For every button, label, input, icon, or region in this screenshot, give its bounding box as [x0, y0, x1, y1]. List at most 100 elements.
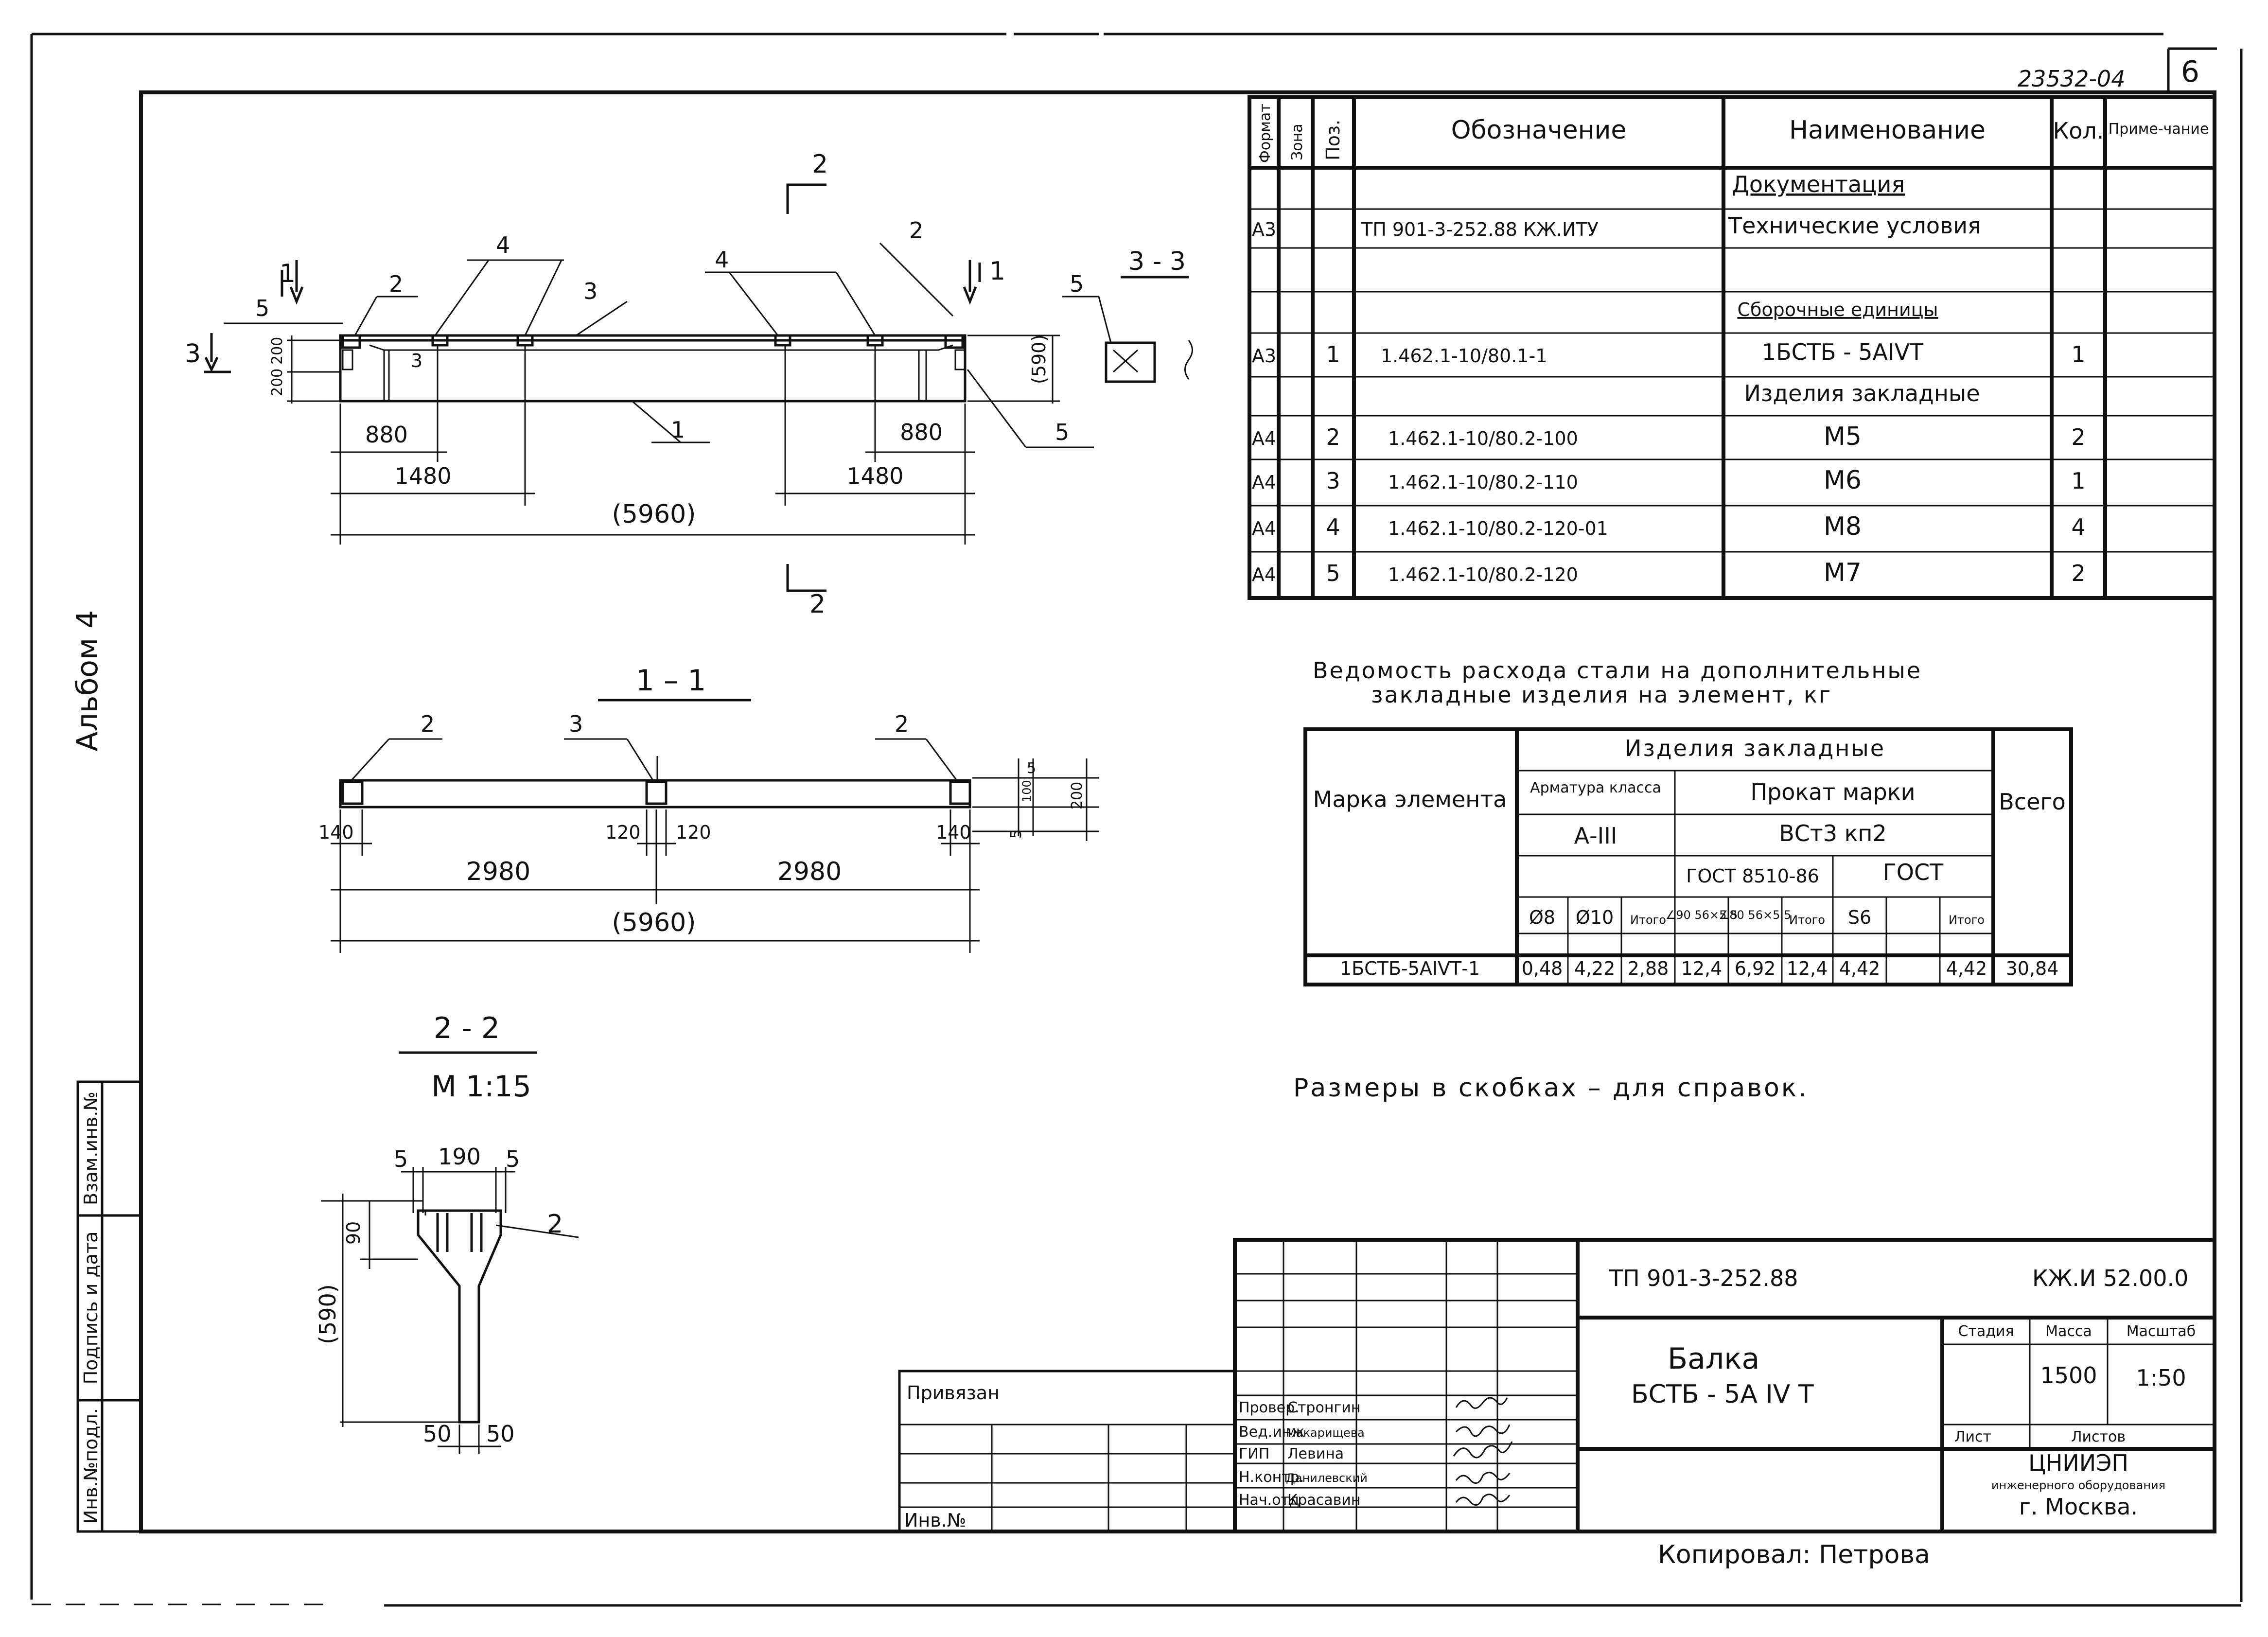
- stamp-h-sheets: Листов: [2071, 1428, 2126, 1445]
- spec-h-code: Обозначение: [1451, 116, 1627, 145]
- signature-3: [1455, 1472, 1511, 1484]
- steel-title-1: Ведомость расхода стали на дополнительны…: [1313, 657, 1922, 684]
- steel-col-8: Итого: [1949, 913, 1985, 927]
- s11-dim120b: 120: [676, 822, 711, 843]
- spec-row6-qty: 2: [2071, 424, 2085, 450]
- margin-stamp: Взам.инв.№ Подпись и дата Инв.№подл.: [76, 1080, 142, 1533]
- s11-dim5960: (5960): [612, 908, 696, 937]
- steel-row-v3: 12,4: [1681, 958, 1723, 979]
- beam-elevation-view: 1 2 2 3 4 4 5 5 3 2 2 1 1 3 200 200: [185, 150, 1094, 619]
- steel-row-v5: 12,4: [1787, 958, 1828, 979]
- role-3: Н.контр.: [1239, 1469, 1304, 1486]
- stamp-h-scale: Масштаб: [2127, 1323, 2196, 1340]
- spec-row6-pos: 2: [1326, 424, 1340, 450]
- role-4: Нач.отд: [1239, 1492, 1300, 1509]
- steel-col-5: Итого: [1789, 913, 1825, 927]
- dim-5960: (5960): [612, 500, 696, 529]
- name-4: Красавин: [1287, 1492, 1360, 1509]
- section-3-3: 3 - 3 5: [1062, 247, 1193, 383]
- steel-row-v2: 2,88: [1628, 958, 1669, 979]
- stamp-h-mass: Масса: [2045, 1323, 2092, 1340]
- section-3-mark: 3: [185, 339, 201, 369]
- spec-row8-fmt: А4: [1252, 518, 1276, 539]
- tied-label: Привязан: [907, 1382, 1000, 1404]
- inv-no-label: Инв.№: [904, 1510, 966, 1531]
- album-label: Альбом 4: [70, 610, 105, 752]
- steel-h-gost1: ГОСТ 8510-86: [1686, 865, 1819, 887]
- spec-row3-name: Сборочные единицы: [1737, 299, 1938, 320]
- dim-1480-right: 1480: [846, 463, 903, 489]
- dim-200a: 200: [269, 337, 286, 365]
- s22-dim190: 190: [438, 1144, 481, 1170]
- s22-dim90: 90: [343, 1221, 364, 1245]
- spec-row7-fmt: А4: [1252, 472, 1276, 493]
- spec-row1-name: Технические условия: [1728, 212, 1981, 239]
- specification-table: Формат Зона Поз. Обозначение Наименовани…: [1248, 95, 2216, 600]
- stamp-org-1: ЦНИИЭП: [2028, 1450, 2128, 1476]
- pos-label-3: 3: [583, 278, 598, 304]
- steel-h-rolled-grade: ВСт3 кп2: [1779, 820, 1887, 846]
- steel-row-total: 30,84: [2006, 958, 2059, 979]
- spec-h-qty: Кол.: [2053, 118, 2104, 144]
- name-0: Стронгин: [1287, 1399, 1360, 1416]
- spec-row9-qty: 2: [2071, 560, 2085, 586]
- s22-dim5a: 5: [394, 1146, 408, 1172]
- spec-row1-fmt: А3: [1252, 219, 1276, 240]
- steel-col-4: ∠80 56×5,5: [1719, 908, 1792, 922]
- page-number: 6: [2181, 55, 2199, 89]
- spec-row4-pos: 1: [1326, 341, 1340, 368]
- steel-row-v0: 0,48: [1522, 958, 1563, 979]
- steel-title-2: закладные изделия на элемент, кг: [1371, 682, 1832, 708]
- stamp-mass: 1500: [2040, 1362, 2097, 1389]
- s22-dim50a: 50: [423, 1421, 452, 1447]
- section-11-title: 1 – 1: [636, 664, 706, 698]
- section-2-2: 2 - 2 М 1:15 2 5 190 5 90 (590) 50 50: [315, 1011, 579, 1454]
- outer-frame: [30, 33, 2243, 1607]
- dim-880-left: 880: [365, 422, 408, 448]
- pos-label-5b: 5: [1055, 419, 1069, 445]
- section-33-title: 3 - 3: [1128, 247, 1186, 276]
- spec-row7-qty: 1: [2071, 468, 2085, 494]
- margin-inv-podl: Инв.№подл.: [80, 1408, 102, 1524]
- s11-pos2b: 2: [895, 711, 909, 737]
- stamp-org-2: инженерного оборудования: [1991, 1479, 2165, 1492]
- spec-h-format: Формат: [1257, 104, 1274, 163]
- steel-row-mark: 1БСТБ-5АIVТ-1: [1340, 958, 1480, 979]
- steel-h-gost2: ГОСТ: [1883, 859, 1944, 885]
- section-33-pos5: 5: [1070, 271, 1084, 297]
- s11-dim5b: 5: [1008, 829, 1025, 839]
- role-1: Вед.инж: [1239, 1424, 1304, 1441]
- spec-row9-fmt: А4: [1252, 564, 1276, 585]
- pos-label-2a: 2: [389, 271, 403, 297]
- copied-by: Копировал: Петрова: [1658, 1540, 1930, 1569]
- spec-row4-fmt: А3: [1252, 345, 1276, 367]
- spec-row4-name: 1БСТБ - 5АIVТ: [1762, 339, 1924, 365]
- dim-590: (590): [1028, 334, 1050, 384]
- margin-sign-date: Подпись и дата: [80, 1232, 102, 1385]
- s22-dim5b: 5: [506, 1146, 520, 1172]
- stamp-scale: 1:50: [2136, 1365, 2186, 1391]
- spec-row8-pos: 4: [1326, 514, 1340, 540]
- s11-dim100: 100: [1020, 780, 1034, 802]
- spec-h-zone: Зона: [1289, 123, 1306, 160]
- steel-h-rebar-class: А-III: [1574, 823, 1617, 849]
- steel-row-v4: 6,92: [1735, 958, 1776, 979]
- s11-dim5a: 5: [1027, 760, 1036, 777]
- spec-row4-code: 1.462.1-10/80.1-1: [1381, 345, 1547, 367]
- steel-col-2: Итого: [1630, 913, 1666, 927]
- stamp-h-sheet: Лист: [1954, 1428, 1991, 1445]
- steel-h-rebar: Арматура класса: [1530, 779, 1661, 796]
- spec-row6-name: М5: [1824, 422, 1862, 451]
- spec-row4-qty: 1: [2071, 341, 2085, 368]
- pos-label-3b: 3: [411, 350, 422, 371]
- section-1-right: 1: [989, 257, 1005, 286]
- stamp-doc-code: ТП 901-3-252.88: [1609, 1265, 1798, 1291]
- doc-number: 23532-04: [2018, 66, 2125, 92]
- steel-table-block: Ведомость расхода стали на дополнительны…: [1303, 657, 2073, 986]
- stamp-sheet-code: КЖ.И 52.00.0: [2032, 1265, 2188, 1291]
- sizes-note: Размеры в скобках – для справок.: [1293, 1074, 1809, 1103]
- spec-row8-qty: 4: [2071, 514, 2085, 540]
- steel-row-v1: 4,22: [1574, 958, 1616, 979]
- section-1-1: 1 – 1 2 3 2 140 120 120 140 2980 2980: [318, 664, 1099, 953]
